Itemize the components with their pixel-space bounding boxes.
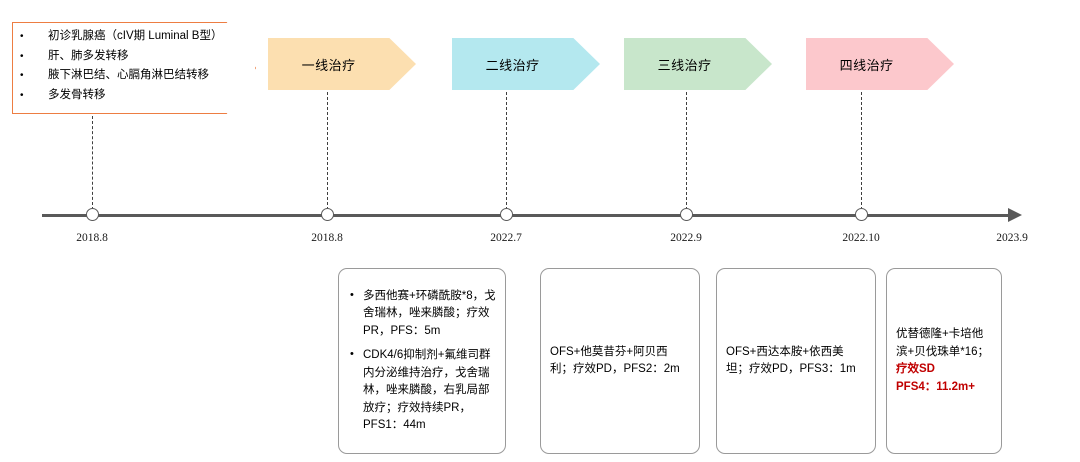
- timeline-node-label: 2022.10: [842, 232, 880, 244]
- timeline-node[interactable]: [321, 208, 334, 221]
- timeline-node[interactable]: [855, 208, 868, 221]
- treatment-line-label: 四线治疗: [839, 57, 894, 73]
- treatment-detail-item: 多西他赛+环磷酰胺*8，戈舍瑞林，唑来膦酸；疗效PR，PFS：5m: [348, 287, 496, 341]
- timeline-node-label: 2018.8: [76, 232, 108, 244]
- treatment-detail-text: OFS+西达本胺+依西美坦；疗效PD，PFS3：1m: [726, 345, 856, 376]
- timeline-node[interactable]: [500, 208, 513, 221]
- pfs-highlight: PFS4：11.2m+: [896, 380, 975, 393]
- treatment-detail-text: OFS+他莫昔芬+阿贝西利；疗效PD，PFS2：2m: [550, 345, 680, 376]
- diagnosis-bullet: 多发骨转移: [14, 86, 244, 106]
- timeline-end-label: 2023.9: [996, 232, 1028, 244]
- treatment-regimen-text: 优替德隆+卡培他滨+贝伐珠单*16；: [896, 328, 989, 358]
- diagnosis-bullet: 肝、肺多发转移: [14, 47, 244, 67]
- treatment-detail-card-2: OFS+他莫昔芬+阿贝西利；疗效PD，PFS2：2m: [540, 268, 700, 454]
- treatment-line-chevron-4[interactable]: 四线治疗: [806, 38, 954, 90]
- treatment-detail-card-3: OFS+西达本胺+依西美坦；疗效PD，PFS3：1m: [716, 268, 876, 454]
- treatment-detail-list: 多西他赛+环磷酰胺*8，戈舍瑞林，唑来膦酸；疗效PR，PFS：5m CDK4/6…: [348, 287, 496, 435]
- treatment-detail-card-1: 多西他赛+环磷酰胺*8，戈舍瑞林，唑来膦酸；疗效PR，PFS：5m CDK4/6…: [338, 268, 506, 454]
- treatment-detail-text: 优替德隆+卡培他滨+贝伐珠单*16； 疗效SD PFS4：11.2m+: [896, 326, 992, 396]
- treatment-line-chevron-2[interactable]: 二线治疗: [452, 38, 600, 90]
- timeline-axis: [42, 214, 1012, 217]
- treatment-line-chevron-1[interactable]: 一线治疗: [268, 38, 416, 90]
- response-status-highlight: 疗效SD: [896, 363, 935, 375]
- treatment-detail-item: CDK4/6抑制剂+氟维司群内分泌维持治疗，戈舍瑞林，唑来膦酸，右乳局部放疗；疗…: [348, 346, 496, 435]
- treatment-line-label: 一线治疗: [301, 57, 356, 73]
- diagnosis-bullet-list: 初诊乳腺癌（cIV期 Luminal B型） 肝、肺多发转移 腋下淋巴结、心膈角…: [14, 27, 244, 105]
- treatment-line-label: 三线治疗: [657, 57, 712, 73]
- timeline-node-label: 2018.8: [311, 232, 343, 244]
- timeline-node-label: 2022.9: [670, 232, 702, 244]
- connector-line: [861, 92, 862, 210]
- connector-line: [686, 92, 687, 210]
- timeline-arrowhead: [1008, 208, 1022, 222]
- treatment-line-chevron-3[interactable]: 三线治疗: [624, 38, 772, 90]
- connector-line: [327, 92, 328, 210]
- treatment-detail-card-4: 优替德隆+卡培他滨+贝伐珠单*16； 疗效SD PFS4：11.2m+: [886, 268, 1002, 454]
- timeline-node[interactable]: [86, 208, 99, 221]
- treatment-line-label: 二线治疗: [485, 57, 540, 73]
- connector-line: [92, 116, 93, 210]
- timeline-node[interactable]: [680, 208, 693, 221]
- diagnosis-bullet: 初诊乳腺癌（cIV期 Luminal B型）: [14, 27, 244, 47]
- connector-line: [506, 92, 507, 210]
- diagnosis-bullet: 腋下淋巴结、心膈角淋巴结转移: [14, 66, 244, 86]
- timeline-node-label: 2022.7: [490, 232, 522, 244]
